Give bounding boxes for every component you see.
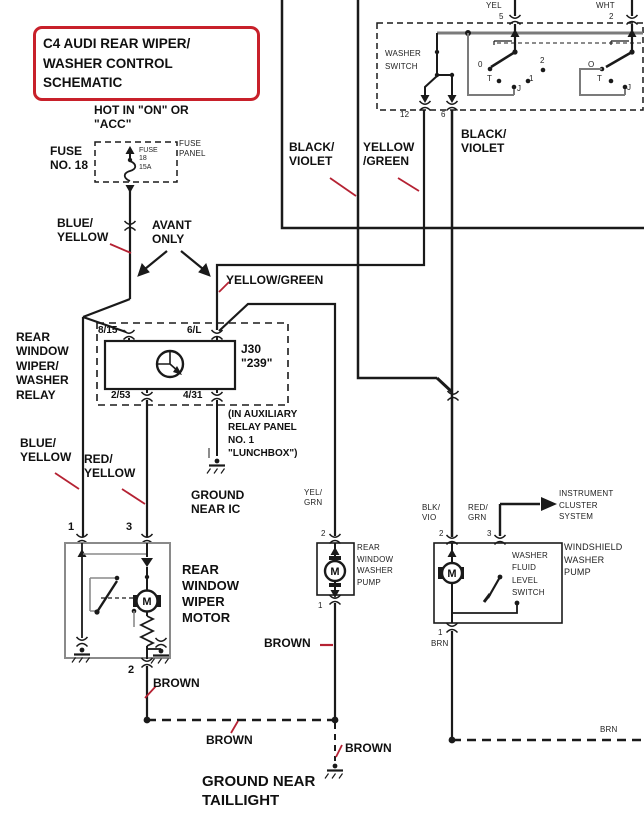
wire-label-brown-motor: BROWN [153, 676, 200, 690]
wire-label-yellow-green-mid: YELLOW/GREEN [226, 273, 324, 287]
washer-switch-box [376, 0, 644, 112]
wire-label-brn-pump: BRN [431, 639, 449, 648]
wire-label-blue-yellow-upper: BLUE/ YELLOW [57, 216, 109, 245]
relay-name-label: REAR WINDOW WIPER/ WASHER RELAY [16, 330, 69, 402]
contact-j-right: J [627, 83, 632, 92]
wire-label-red-grn: RED/ GRN [468, 503, 488, 523]
red-callout-pointers [54, 177, 420, 758]
motor-symbol-m: M [330, 566, 339, 578]
pump-pin-1: 1 [318, 601, 323, 610]
wire-label-black-violet-left: BLACK/ VIOLET [289, 140, 335, 169]
wire-label-brown-pump: BROWN [264, 636, 311, 650]
contact-o-right: O [588, 60, 595, 69]
contact-t-right: T [597, 74, 603, 83]
wire-label-red-yellow: RED/ YELLOW [84, 452, 136, 481]
switch-pin-2: 2 [609, 12, 614, 21]
wiper-motor-name: REAR WINDOW WIPER MOTOR [182, 562, 240, 625]
wwp-pin-3: 3 [487, 529, 492, 538]
pump-pin-2: 2 [321, 529, 326, 538]
rear-washer-pump-name: REAR WINDOW WASHER PUMP [357, 543, 394, 587]
top-feed-wires [215, 0, 644, 537]
washer-fluid-level-switch-label: WASHER FLUID LEVEL SWITCH [512, 551, 549, 598]
page-title: C4 AUDI REAR WIPER/ WASHER CONTROL SCHEM… [43, 36, 191, 91]
wire-label-brn-bus: BRN [600, 725, 618, 734]
wire-label-blk-vio: BLK/ VIO [422, 503, 441, 523]
wire-label-brown-ground: BROWN [345, 741, 392, 755]
wwp-pin-2: 2 [439, 529, 444, 538]
switch-wire-wht: WHT [596, 1, 615, 10]
relay-pin-6-l: 6/L [187, 325, 202, 336]
switch-pin-6: 6 [441, 110, 446, 119]
wwp-pin-1: 1 [438, 628, 443, 637]
fuse-rating-label: FUSE 18 15A [139, 147, 158, 171]
wire-label-blue-yellow-lower: BLUE/ YELLOW [20, 436, 72, 465]
wire-label-black-violet-right: BLACK/ VIOLET [461, 127, 507, 156]
hot-in-label: HOT IN "ON" OR "ACC" [94, 103, 189, 132]
wire-label-brown-bus: BROWN [206, 733, 253, 747]
contact-1: 1 [529, 74, 534, 83]
relay-assembly [96, 322, 289, 537]
windshield-pump-assembly: M [433, 497, 644, 744]
fuse-panel-label: FUSE PANEL [179, 139, 206, 159]
relay-location-note: (IN AUXILIARY RELAY PANEL NO. 1 "LUNCHBO… [228, 409, 298, 459]
fuse-assembly [81, 141, 178, 537]
windshield-pump-name: WINDSHIELD WASHER PUMP [564, 542, 623, 578]
switch-pin-12: 12 [400, 110, 410, 119]
rear-washer-pump-assembly: M [316, 533, 355, 724]
switch-pin-5: 5 [499, 12, 504, 21]
avant-only-note: AVANT ONLY [152, 218, 192, 247]
motor-pin-3: 3 [126, 521, 133, 533]
wire-label-yellow-green-top: YELLOW /GREEN [363, 140, 415, 169]
relay-pin-2-53: 2/53 [111, 390, 131, 401]
ground-near-taillight-label: GROUND NEAR TAILLIGHT [202, 773, 316, 809]
ground-near-ic-label: GROUND NEAR IC [191, 488, 245, 517]
fuse-number-label: FUSE NO. 18 [50, 144, 89, 173]
relay-pin-4-31: 4/31 [183, 390, 203, 401]
motor-symbol-m: M [142, 596, 151, 608]
washer-switch-title: WASHER SWITCH [385, 49, 422, 71]
contact-t: T [487, 74, 493, 83]
wiper-motor-assembly: M [64, 533, 171, 724]
motor-symbol-m: M [447, 568, 456, 580]
wire-label-yel-grn: YEL/ GRN [304, 488, 323, 508]
relay-pin-8-15: 8/15 [98, 325, 118, 336]
instrument-cluster-label: INSTRUMENT CLUSTER SYSTEM [559, 489, 614, 522]
schematic-title-box: C4 AUDI REAR WIPER/ WASHER CONTROL SCHEM… [33, 26, 260, 101]
motor-pin-1: 1 [68, 521, 75, 533]
ground-bus [147, 718, 345, 780]
contact-2: 2 [540, 56, 545, 65]
contact-0: 0 [478, 60, 483, 69]
contact-j: J [517, 84, 522, 93]
motor-pin-2: 2 [128, 664, 135, 676]
relay-id-label: J30 "239" [241, 342, 273, 371]
avant-arrows [137, 250, 211, 277]
switch-wire-yel: YEL [486, 1, 502, 10]
